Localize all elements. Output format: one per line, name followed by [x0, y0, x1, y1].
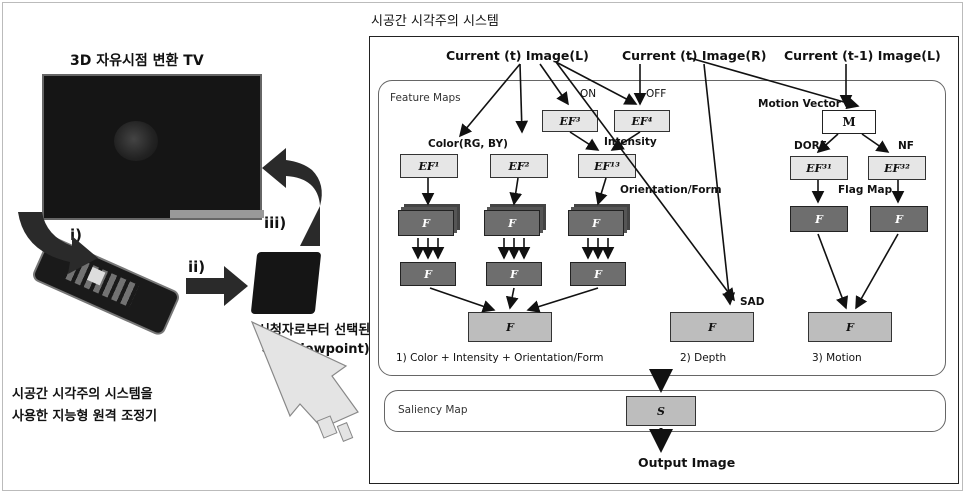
- arrow-left-to-color-rg: [460, 64, 520, 136]
- arrow-curr-to-motion: [690, 58, 858, 106]
- arrow-right-to-sad: [704, 64, 730, 304]
- arrow-by-to-f: [510, 288, 514, 308]
- arrow-ef2-down: [514, 178, 518, 204]
- arrow-left-to-off: [556, 62, 636, 104]
- arrow-left-to-on: [540, 64, 568, 104]
- arrow-off-to-intensity: [612, 132, 640, 150]
- arrow-left-to-color-by: [520, 64, 522, 132]
- arrow-dorf-to-motion: [818, 234, 846, 308]
- arrow-m-to-nf: [862, 134, 888, 152]
- arrow-ef13-down: [598, 178, 606, 204]
- arrow-on-to-intensity: [570, 132, 598, 150]
- arrow-rg-to-f: [430, 288, 494, 310]
- arrow-nf-to-motion: [856, 234, 898, 308]
- arrow-in-to-f: [528, 288, 598, 310]
- arrow-m-to-dorf: [818, 134, 838, 152]
